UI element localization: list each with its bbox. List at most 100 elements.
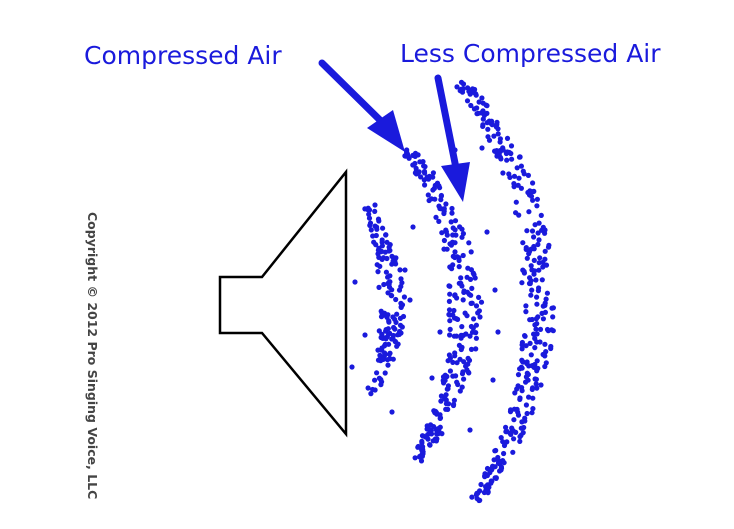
air-particle-dot bbox=[468, 346, 475, 352]
air-particle-dot bbox=[528, 292, 534, 298]
air-particle-dot bbox=[454, 360, 460, 366]
air-particle-dot bbox=[467, 91, 473, 97]
air-particle-dot bbox=[448, 219, 454, 225]
air-particle-dot bbox=[542, 353, 548, 359]
air-particle-dot bbox=[537, 326, 544, 332]
air-particle-dot bbox=[489, 478, 495, 484]
air-particle-dot bbox=[511, 184, 517, 190]
less-compressed-air-arrow-icon bbox=[434, 74, 470, 202]
air-particle-dot bbox=[382, 370, 388, 376]
air-particle-dot bbox=[480, 100, 486, 106]
air-particle-dot bbox=[386, 351, 392, 357]
air-particle-dot bbox=[366, 215, 373, 221]
air-particle-dot bbox=[532, 345, 538, 351]
air-particle-dot bbox=[542, 341, 548, 347]
air-particle-dot bbox=[487, 467, 493, 473]
air-particle-dot bbox=[385, 274, 391, 280]
air-particle-dot bbox=[534, 203, 540, 209]
air-particle-dot bbox=[526, 394, 532, 400]
air-particle-dot bbox=[521, 268, 527, 275]
air-particle-dot bbox=[523, 379, 529, 385]
air-particle-dot bbox=[389, 409, 395, 415]
air-particle-dot bbox=[362, 332, 368, 338]
air-particle-dot bbox=[452, 293, 458, 299]
air-particle-dot bbox=[418, 174, 424, 180]
air-particle-dot bbox=[534, 196, 541, 202]
air-particle-dot bbox=[484, 229, 490, 235]
air-particle-dot bbox=[402, 153, 408, 159]
air-particle-dot bbox=[535, 241, 541, 248]
air-particle-dot bbox=[380, 356, 386, 362]
air-particle-dot bbox=[420, 444, 426, 450]
air-particle-dot bbox=[368, 227, 374, 233]
air-particle-dot bbox=[518, 425, 524, 431]
air-particle-dot bbox=[491, 457, 497, 463]
air-particle-dot bbox=[456, 342, 462, 348]
air-particle-dot bbox=[460, 231, 466, 237]
air-particle-dot bbox=[473, 91, 479, 97]
air-particle-dot bbox=[398, 276, 404, 282]
air-particle-dot bbox=[402, 267, 408, 273]
air-particle-dot bbox=[519, 280, 525, 286]
air-particle-dot bbox=[519, 342, 525, 348]
air-particle-dot bbox=[391, 324, 397, 331]
air-particle-dot bbox=[520, 359, 526, 365]
air-particle-dot bbox=[385, 290, 391, 296]
air-particle-dot bbox=[376, 284, 382, 290]
less-compressed-air-label: Less Compressed Air bbox=[400, 39, 661, 68]
air-particle-dot bbox=[366, 211, 372, 217]
compressed-wave-band-2 bbox=[402, 147, 485, 464]
air-particle-dot bbox=[476, 99, 482, 105]
air-particle-dot bbox=[456, 280, 462, 286]
air-particle-dot bbox=[464, 289, 470, 295]
air-particle-dot bbox=[542, 248, 548, 254]
air-particle-dot bbox=[533, 277, 539, 283]
air-particle-dot bbox=[519, 346, 525, 352]
air-particle-dot bbox=[535, 288, 542, 294]
air-particle-dot bbox=[534, 368, 540, 374]
air-particle-dot bbox=[477, 314, 483, 320]
air-particle-dot bbox=[540, 264, 546, 270]
air-particle-dot bbox=[503, 424, 509, 430]
air-particle-dot bbox=[497, 147, 503, 154]
air-particle-dot bbox=[544, 290, 551, 296]
air-particle-dot bbox=[498, 435, 504, 441]
air-particle-dot bbox=[533, 381, 539, 387]
air-particle-dot bbox=[511, 173, 518, 179]
air-particle-dot bbox=[524, 410, 530, 417]
air-particle-dot bbox=[407, 297, 413, 303]
air-particle-dot bbox=[367, 222, 373, 228]
air-particle-dot bbox=[481, 489, 487, 496]
air-particle-dot bbox=[468, 300, 474, 306]
air-particle-dot bbox=[486, 118, 492, 124]
air-particle-dot bbox=[472, 275, 478, 281]
air-particle-dot bbox=[544, 326, 551, 333]
air-particle-dot bbox=[433, 214, 439, 220]
air-particle-dot bbox=[533, 316, 540, 322]
air-particle-dot bbox=[374, 370, 380, 376]
air-particle-dot bbox=[467, 333, 473, 339]
air-particle-dot bbox=[418, 458, 425, 464]
air-particle-dot bbox=[452, 249, 458, 255]
air-particle-dot bbox=[410, 152, 416, 158]
air-particle-dot bbox=[415, 152, 421, 158]
air-particle-dot bbox=[524, 255, 530, 261]
air-particle-dot bbox=[366, 207, 373, 213]
air-particle-dot bbox=[453, 232, 459, 238]
air-particle-dot bbox=[375, 269, 381, 275]
air-particle-dot bbox=[550, 305, 557, 311]
air-particle-dot bbox=[412, 160, 418, 167]
air-particle-dot bbox=[439, 431, 445, 437]
air-particle-dot bbox=[466, 240, 472, 246]
air-particle-dot bbox=[528, 352, 534, 358]
air-particle-dot bbox=[382, 350, 388, 356]
air-particle-dot bbox=[446, 298, 452, 304]
air-particle-dot bbox=[429, 375, 435, 381]
air-particle-dot bbox=[446, 311, 452, 318]
air-particle-dot bbox=[387, 356, 393, 362]
air-particle-dot bbox=[437, 329, 443, 335]
air-particle-dot bbox=[540, 259, 546, 265]
air-particle-dot bbox=[452, 218, 459, 224]
air-particle-dot bbox=[412, 455, 418, 461]
